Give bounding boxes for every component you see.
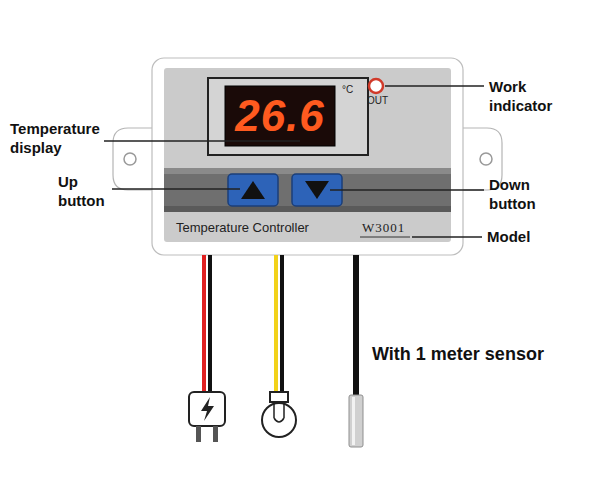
controller-housing: Temperature Controller W3001 26.6 — [152, 58, 463, 255]
mounting-hole — [480, 153, 492, 165]
model-underline — [360, 237, 410, 238]
plug-prong — [196, 426, 201, 442]
down-arrow — [305, 181, 329, 199]
temperature-reading: 26.6 — [235, 91, 325, 141]
unit-label: °C — [342, 84, 353, 95]
up-arrow — [241, 181, 265, 199]
leader-line — [104, 140, 300, 141]
led-screen — [225, 86, 335, 146]
bulb-glass — [262, 403, 296, 437]
front-plate — [164, 68, 451, 242]
callout-label: Work indicator — [489, 77, 579, 115]
button-band-edge — [164, 206, 451, 212]
bulb-base — [270, 392, 288, 402]
leader-line — [112, 188, 240, 189]
power-wire-red — [202, 255, 206, 392]
sensor-note: With 1 meter sensor — [372, 344, 544, 365]
plug-body — [189, 392, 225, 426]
leader-line — [385, 85, 484, 86]
mounting-hole — [124, 153, 136, 165]
plug-prong — [213, 426, 218, 442]
leader-line — [330, 189, 484, 190]
probe-highlight — [352, 397, 355, 445]
callout-label: Up button — [58, 172, 118, 210]
model-number: W3001 — [362, 220, 405, 236]
display-frame — [208, 78, 368, 155]
load-wire-black — [280, 255, 284, 392]
bulb-filament — [274, 403, 284, 422]
housing-shell — [152, 58, 463, 255]
load-wire-yellow — [274, 255, 278, 392]
button-band-edge — [164, 168, 451, 174]
sensor-cable — [353, 255, 359, 396]
callout-label: Down button — [489, 175, 579, 213]
work-led — [369, 79, 383, 93]
product-name: Temperature Controller — [176, 220, 309, 235]
out-label: OUT — [367, 95, 388, 106]
callout-label: Temperature display — [10, 119, 122, 157]
lightning-symbol — [201, 397, 214, 421]
sensor-probe — [349, 395, 363, 447]
up-button — [228, 174, 278, 206]
leader-line — [412, 236, 482, 237]
led-display: 26.6 — [225, 86, 335, 146]
power-wire-black — [208, 255, 212, 392]
callout-label: Model — [487, 228, 530, 245]
